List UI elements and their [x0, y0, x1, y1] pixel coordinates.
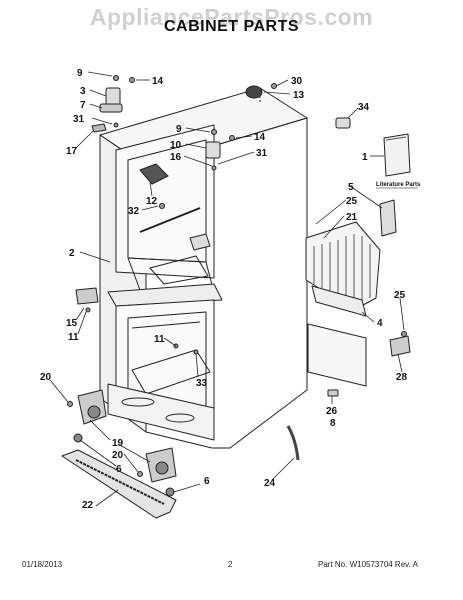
callout-31-top-left: 31	[73, 114, 85, 125]
callout-11-left: 11	[68, 332, 79, 343]
callout-2: 2	[69, 248, 75, 259]
footer-date: 01/18/2013	[22, 560, 63, 569]
screw-32	[159, 203, 165, 209]
wire-coil	[245, 85, 263, 99]
screw-right	[271, 83, 277, 89]
callout-25-right: 25	[394, 290, 406, 301]
light-bar	[139, 207, 201, 233]
callout-8: 8	[330, 418, 336, 429]
screw-33	[193, 349, 199, 355]
callout-30: 30	[291, 76, 303, 87]
freezer-rail	[131, 321, 201, 329]
callout-6-right: 6	[204, 476, 210, 487]
base-opening-left	[121, 397, 155, 407]
roller-right	[155, 461, 169, 475]
screw-center-1	[211, 129, 217, 135]
fresh-food-compartment	[115, 124, 215, 279]
screw-left-2	[129, 77, 135, 83]
callout-22: 22	[82, 500, 94, 511]
callout-9-top-left: 9	[77, 68, 83, 79]
callout-21: 21	[346, 212, 358, 223]
footer-page: 2	[228, 560, 233, 569]
screw-20-left	[67, 401, 73, 407]
clip-8	[327, 389, 339, 397]
callout-31-center: 31	[256, 148, 268, 159]
screw-11-left	[85, 307, 91, 313]
bottom-cover-plate	[311, 285, 367, 317]
front-grille-panel	[307, 323, 367, 387]
hinge-pin-left	[113, 122, 119, 128]
crisper-recess	[149, 255, 209, 285]
bracket-15	[75, 287, 99, 305]
callout-5: 5	[348, 182, 354, 193]
base-opening-right	[165, 413, 195, 423]
callout-33: 33	[196, 378, 208, 389]
screw-20-right	[137, 471, 143, 477]
evaporator-cover	[305, 221, 381, 311]
callout-3: 3	[80, 86, 86, 97]
callout-26: 26	[326, 406, 338, 417]
screw-left-1	[113, 75, 119, 81]
roller-left	[87, 405, 101, 419]
literature-booklet	[383, 133, 411, 177]
callout-34: 34	[358, 102, 370, 113]
shim-left	[91, 123, 107, 133]
callout-19: 19	[112, 438, 124, 449]
watermark: AppliancePartsPros.com	[89, 4, 374, 30]
literature-parts-label: Literature Parts	[376, 182, 421, 188]
footer-part-number: Part No. W10573704 Rev. A	[318, 560, 418, 569]
callout-4: 4	[377, 318, 383, 329]
callout-20-left: 20	[40, 372, 52, 383]
clip-part	[335, 117, 351, 129]
callout-16: 16	[170, 152, 182, 163]
hinge-plate-left	[99, 103, 123, 113]
callout-14-top-left: 14	[152, 76, 164, 87]
mounting-bracket-5	[379, 199, 397, 237]
leveling-leg-right	[165, 487, 175, 497]
toe-grille-inner	[75, 459, 165, 505]
cabinet-front-frame	[145, 117, 308, 449]
callout-15: 15	[66, 318, 78, 329]
screw-center-2	[229, 135, 235, 141]
mullion-divider	[107, 283, 223, 307]
callout-17: 17	[66, 146, 78, 157]
callout-7: 7	[80, 100, 86, 111]
vent-grille	[189, 233, 211, 251]
door-handle-tool	[286, 425, 300, 461]
hinge-pin-center	[211, 165, 217, 171]
callout-6-left: 6	[116, 464, 122, 475]
bracket-28	[389, 335, 411, 357]
light-housing	[139, 163, 169, 185]
callout-11-center: 11	[154, 334, 165, 345]
callout-20-right: 20	[112, 450, 124, 461]
freezer-floor-rail	[131, 349, 211, 395]
callout-28: 28	[396, 372, 408, 383]
callout-13: 13	[293, 90, 305, 101]
callout-32: 32	[128, 206, 140, 217]
callout-10: 10	[170, 140, 182, 151]
hinge-bracket-center	[205, 141, 221, 159]
callout-9-center: 9	[176, 124, 182, 135]
screw-25-right	[401, 331, 407, 337]
callout-25-top: 25	[346, 196, 358, 207]
page-title: CABINET PARTS	[163, 18, 300, 35]
callout-1: 1	[362, 152, 368, 163]
callout-24: 24	[264, 478, 276, 489]
callout-14-center: 14	[254, 132, 266, 143]
callout-12: 12	[146, 196, 158, 207]
